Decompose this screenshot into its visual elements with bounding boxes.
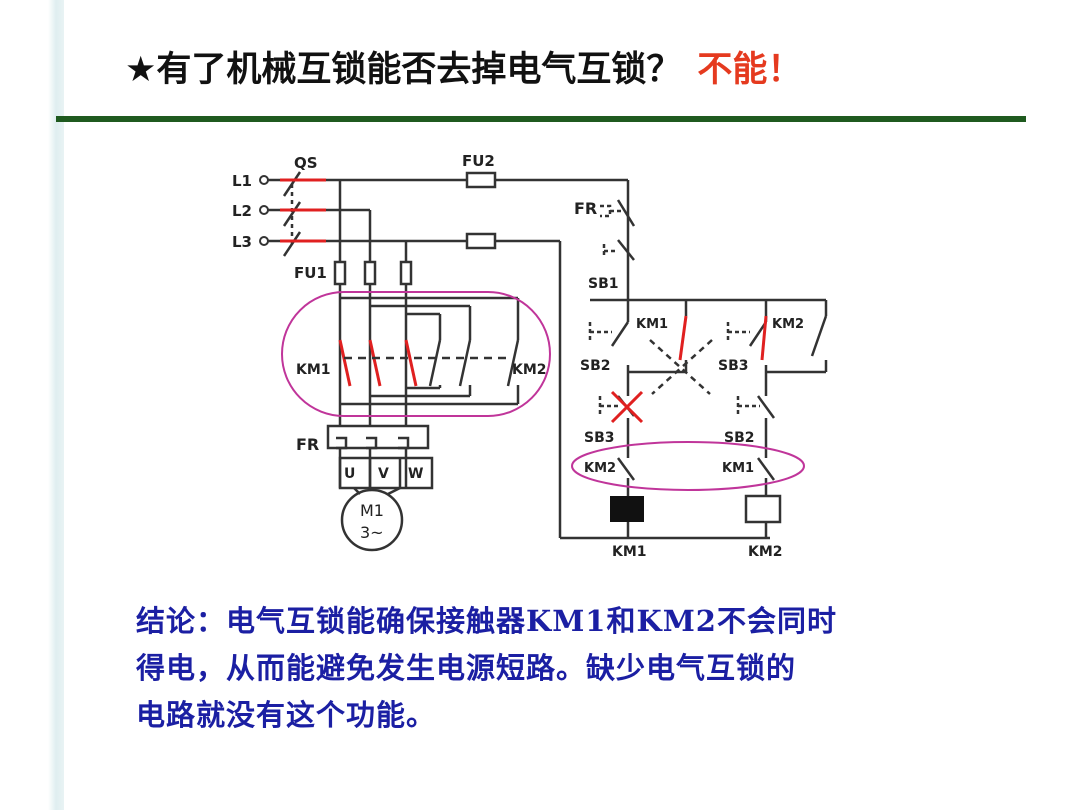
control-highlights: [610, 315, 768, 424]
conclusion-line-1: 结论：电气互锁能确保接触器KM1和KM2不会同时: [136, 604, 837, 638]
left-margin-strip: [0, 0, 64, 810]
label-l1: L1: [232, 172, 252, 190]
label-sb1: SB1: [588, 276, 619, 292]
main-contacts: [338, 339, 520, 387]
label-v: V: [378, 466, 389, 482]
qs-switch: [282, 171, 302, 257]
label-sb3-start: SB3: [718, 358, 749, 374]
title-question: ★有了机械互锁能否去掉电气互锁？: [125, 50, 682, 90]
qs-closed-highlight: [280, 178, 326, 243]
title-divider: [56, 116, 1026, 122]
label-l2: L2: [232, 202, 252, 220]
interlock-ellipses: [281, 291, 805, 491]
label-fr-ctrl: FR: [574, 199, 597, 218]
label-fr-main: FR: [296, 435, 319, 454]
label-fu1: FU1: [294, 264, 327, 282]
label-km1-hold: KM1: [636, 317, 668, 332]
label-l3: L3: [232, 233, 252, 251]
label-km2-nc: KM2: [584, 461, 616, 476]
label-qs: QS: [294, 154, 318, 172]
label-sb2-start: SB2: [580, 358, 611, 374]
conclusion-line-2: 得电，从而能避免发生电源短路。缺少电气互锁的: [136, 651, 797, 685]
label-sb3-stop: SB3: [584, 430, 615, 446]
motor-name: M1: [360, 501, 384, 520]
conclusion-text: 结论：电气互锁能确保接触器KM1和KM2不会同时 得电，从而能避免发生电源短路。…: [136, 598, 966, 739]
label-sb2-stop: SB2: [724, 430, 755, 446]
label-km2-hold: KM2: [772, 317, 804, 332]
label-coil-km1: KM1: [612, 544, 647, 560]
conclusion-line-3: 电路就没有这个功能。: [136, 698, 437, 732]
label-u: U: [344, 466, 355, 482]
km1-coil-energized: [610, 496, 644, 522]
label-w: W: [408, 466, 423, 482]
motor-spec: 3~: [360, 523, 384, 542]
label-coil-km2: KM2: [748, 544, 783, 560]
power-wires: [268, 171, 828, 552]
slide-title: ★有了机械互锁能否去掉电气互锁？ 不能！: [125, 42, 802, 98]
control-contacts: [588, 199, 828, 481]
label-fu2: FU2: [462, 152, 495, 170]
label-km1-main: KM1: [296, 362, 331, 378]
label-km2-main: KM2: [512, 362, 547, 378]
label-km1-nc: KM1: [722, 461, 754, 476]
title-answer: 不能！: [697, 50, 803, 90]
supply-terminals: [259, 175, 269, 246]
